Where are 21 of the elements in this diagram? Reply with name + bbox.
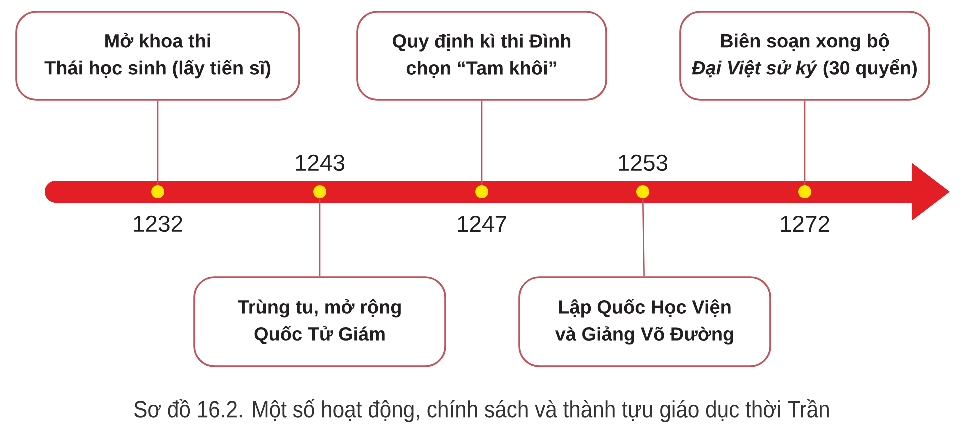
event-box: Lập Quốc Học Viện và Giảng Võ Đường [518, 276, 772, 368]
leader-line [319, 198, 321, 277]
leader-line [481, 100, 483, 186]
timeline-dot [636, 186, 650, 198]
event-box: Mở khoa thi Thái học sinh (lấy tiến sĩ) [16, 11, 300, 101]
caption: Sơ đồ 16.2. Một số hoạt động, chính sách và thành tựu giáo dục thời Trần [134, 400, 829, 422]
event-box: Trùng tu, mở rộng Quốc Tử Giám [194, 276, 446, 368]
event-box: Biên soạn xong bộ Đại Việt sử ký (30 quyển) [680, 11, 930, 101]
timeline-dot [314, 186, 326, 198]
event-box: Quy định kì thi Đình chọn “Tam khôi” [356, 11, 608, 101]
year-label: 1243 [296, 154, 345, 172]
leader-line [642, 198, 645, 277]
timeline-dot [798, 186, 812, 198]
timeline-dot [152, 186, 164, 198]
year-label: 1272 [781, 216, 830, 232]
leader-line [804, 100, 806, 186]
year-label: 1232 [134, 216, 182, 232]
year-label: 1247 [458, 216, 506, 232]
year-label: 1253 [619, 154, 668, 172]
timeline-dot [476, 186, 488, 198]
leader-line [157, 100, 159, 186]
